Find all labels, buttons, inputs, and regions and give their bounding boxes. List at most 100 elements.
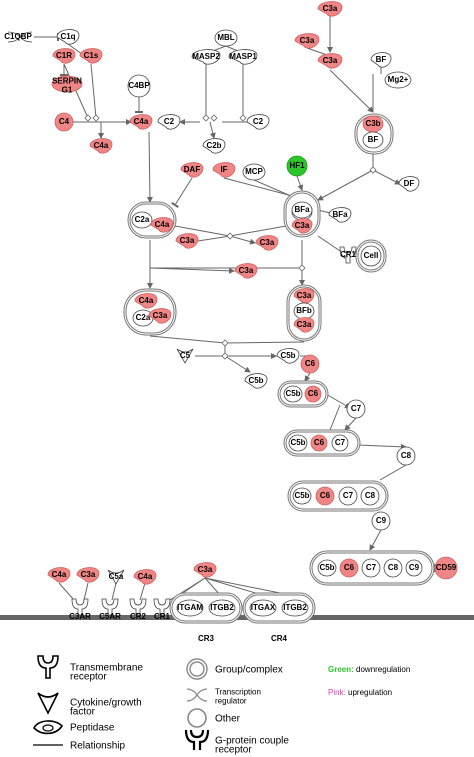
- junction-7: [221, 352, 229, 360]
- c4-node[interactable]: C4: [54, 112, 74, 132]
- c9-node[interactable]: C9: [371, 511, 391, 531]
- c5b-x3-node[interactable]: C5b: [292, 487, 312, 505]
- c8-x4-node[interactable]: C8: [383, 558, 403, 578]
- c3a-2-node[interactable]: C3a: [294, 33, 320, 49]
- c5b-free-node[interactable]: C5b: [244, 373, 268, 389]
- c7-node[interactable]: C7: [346, 399, 366, 419]
- c3a-4-node[interactable]: C3a: [291, 218, 313, 234]
- df-node[interactable]: DF: [398, 176, 420, 192]
- c4a-1-node[interactable]: C4a: [150, 217, 174, 233]
- bf-1-node[interactable]: BF: [362, 131, 384, 149]
- c3a-4-label: C3a: [295, 221, 310, 230]
- c5b-c6-c7-c8-complex[interactable]: [289, 482, 387, 510]
- daf-node[interactable]: DAF: [180, 162, 204, 178]
- c5b-x1-node[interactable]: C5b: [283, 385, 303, 403]
- cr1-node[interactable]: CR1: [153, 598, 171, 621]
- edge-39: [149, 335, 226, 344]
- masp1-node[interactable]: MASP1: [228, 49, 258, 65]
- c5b-x4-label: C5b: [319, 563, 334, 572]
- c2-node[interactable]: C2: [157, 114, 181, 130]
- bfb-node[interactable]: BFb: [293, 302, 315, 320]
- c3a-g-node[interactable]: C3a: [148, 308, 172, 324]
- c4a-g-node[interactable]: C4a: [134, 293, 158, 309]
- c5b-x4-node[interactable]: C5b: [317, 559, 337, 577]
- masp2-label: MASP2: [192, 52, 220, 61]
- junction-6: [221, 339, 229, 347]
- c5-node[interactable]: C5: [176, 348, 194, 364]
- c3a-b1-node[interactable]: C3a: [76, 567, 100, 583]
- c3a-b2-node[interactable]: C3a: [193, 562, 217, 578]
- c7-x2-node[interactable]: C7: [331, 434, 349, 452]
- c5b-x2-node[interactable]: C5b: [288, 434, 308, 452]
- c6-x3-node[interactable]: C6: [315, 486, 335, 506]
- c3a-top-node[interactable]: C3a: [317, 1, 343, 17]
- edge-45: [304, 372, 311, 382]
- legend-trans-icon: [186, 688, 208, 702]
- c3a-r2-node[interactable]: C3a: [293, 317, 315, 333]
- bf-node[interactable]: BF: [370, 52, 392, 68]
- if-node[interactable]: IF: [212, 162, 236, 178]
- c5b-x2-label: C5b: [290, 438, 305, 447]
- mbl-node[interactable]: MBL: [214, 29, 238, 47]
- c1r-node[interactable]: C1R: [52, 48, 76, 64]
- c4bp-node[interactable]: C4BP: [127, 74, 151, 98]
- c3a-m2-node[interactable]: C3a: [255, 235, 279, 251]
- c8-x3-node[interactable]: C8: [360, 486, 380, 506]
- c7-x4-node[interactable]: C7: [361, 558, 381, 578]
- c3a-3-node[interactable]: C3a: [317, 53, 343, 69]
- c6-x2-node[interactable]: C6: [310, 434, 328, 452]
- c4a-frag-node[interactable]: C4a: [89, 138, 113, 154]
- hf1-label: HF1: [289, 161, 305, 170]
- c7-x3-node[interactable]: C7: [338, 486, 358, 506]
- c3b-1-node[interactable]: C3b: [362, 115, 384, 133]
- masp1-label: MASP1: [229, 52, 257, 61]
- cell-node[interactable]: Cell: [360, 245, 382, 267]
- edge-30: [229, 225, 287, 237]
- cr2-label: CR2: [130, 612, 147, 621]
- itgax-node[interactable]: ITGAX: [249, 599, 277, 617]
- cr2-node[interactable]: CR2: [129, 598, 147, 621]
- itgam-node[interactable]: ITGAM: [176, 599, 204, 617]
- df-label: DF: [404, 179, 415, 188]
- c5b-node[interactable]: C5b: [276, 348, 300, 364]
- c3a-m3-node[interactable]: C3a: [234, 263, 258, 279]
- bfa-1-node[interactable]: BFa: [291, 201, 313, 219]
- bfa-free-node[interactable]: BFa: [328, 207, 352, 223]
- c4a-b1-node[interactable]: C4a: [47, 567, 71, 583]
- cr1-cell-node[interactable]: CR1: [339, 246, 357, 264]
- mcp-node[interactable]: MCP: [242, 163, 266, 181]
- c4a-top-node[interactable]: C4a: [129, 114, 153, 130]
- cr1-label: CR1: [154, 612, 171, 621]
- itgb2-b-node[interactable]: ITGB2: [281, 599, 309, 617]
- c3ar-node[interactable]: C3AR: [69, 598, 91, 621]
- edge-47: [329, 404, 341, 431]
- masp2-node[interactable]: MASP2: [191, 49, 221, 65]
- c2a-1-node[interactable]: C2a: [131, 211, 153, 229]
- c4a-b1-label: C4a: [52, 570, 67, 579]
- c5a-b-node[interactable]: C5a: [107, 569, 125, 585]
- cd59-node[interactable]: CD59: [434, 556, 458, 580]
- bf-1-label: BF: [368, 135, 379, 144]
- mg2-node[interactable]: Mg2+: [384, 71, 412, 89]
- c4a-b2-node[interactable]: C4a: [133, 569, 157, 585]
- c1s-node[interactable]: C1s: [79, 48, 103, 64]
- c8-node[interactable]: C8: [396, 446, 416, 466]
- c2-right-node[interactable]: C2: [246, 114, 270, 130]
- hf1-node[interactable]: HF1: [286, 155, 308, 177]
- c2a-g-node[interactable]: C2a: [132, 309, 154, 327]
- cr3-label: CR3: [198, 634, 215, 643]
- c6-node[interactable]: C6: [300, 354, 320, 374]
- c5ar-node[interactable]: C5AR: [99, 598, 121, 621]
- c1q-node[interactable]: C1q: [56, 29, 80, 45]
- c6-x1-node[interactable]: C6: [304, 385, 322, 403]
- c3a-m1-node[interactable]: C3a: [175, 233, 199, 249]
- c1qbp-node[interactable]: C1QBP: [4, 31, 32, 43]
- c9-x4-node[interactable]: C9: [405, 559, 423, 577]
- c8-label: C8: [401, 451, 412, 460]
- itgb2-node[interactable]: ITGB2: [208, 599, 236, 617]
- c6-x4-node[interactable]: C6: [339, 558, 359, 578]
- c2b-node[interactable]: C2b: [202, 138, 226, 154]
